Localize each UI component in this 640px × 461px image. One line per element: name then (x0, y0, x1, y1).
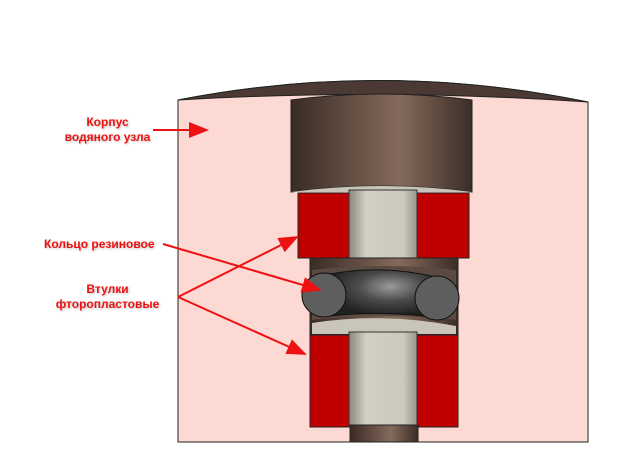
label-housing: Корпус водяного узла (50, 115, 165, 145)
label-oring: Кольцо резиновое (44, 237, 155, 251)
label-housing-line2: водяного узла (64, 130, 151, 144)
label-bushings-line2: фторопластовые (55, 297, 160, 311)
label-bushings: Втулки фторопластовые (50, 282, 165, 312)
upper-bushing (297, 189, 470, 259)
counterbore (290, 93, 473, 193)
arrow-oring (162, 243, 322, 293)
rubber-oring (301, 269, 460, 321)
label-housing-line1: Корпус (86, 115, 129, 129)
housing-top-edge (177, 79, 589, 103)
arrow-upper-bushing (177, 236, 299, 298)
annotation-arrows (153, 122, 322, 355)
label-bushings-line1: Втулки (86, 282, 129, 296)
lower-bushing (309, 331, 459, 428)
arrow-lower-bushing (177, 296, 307, 355)
shaft-bottom (349, 424, 419, 443)
